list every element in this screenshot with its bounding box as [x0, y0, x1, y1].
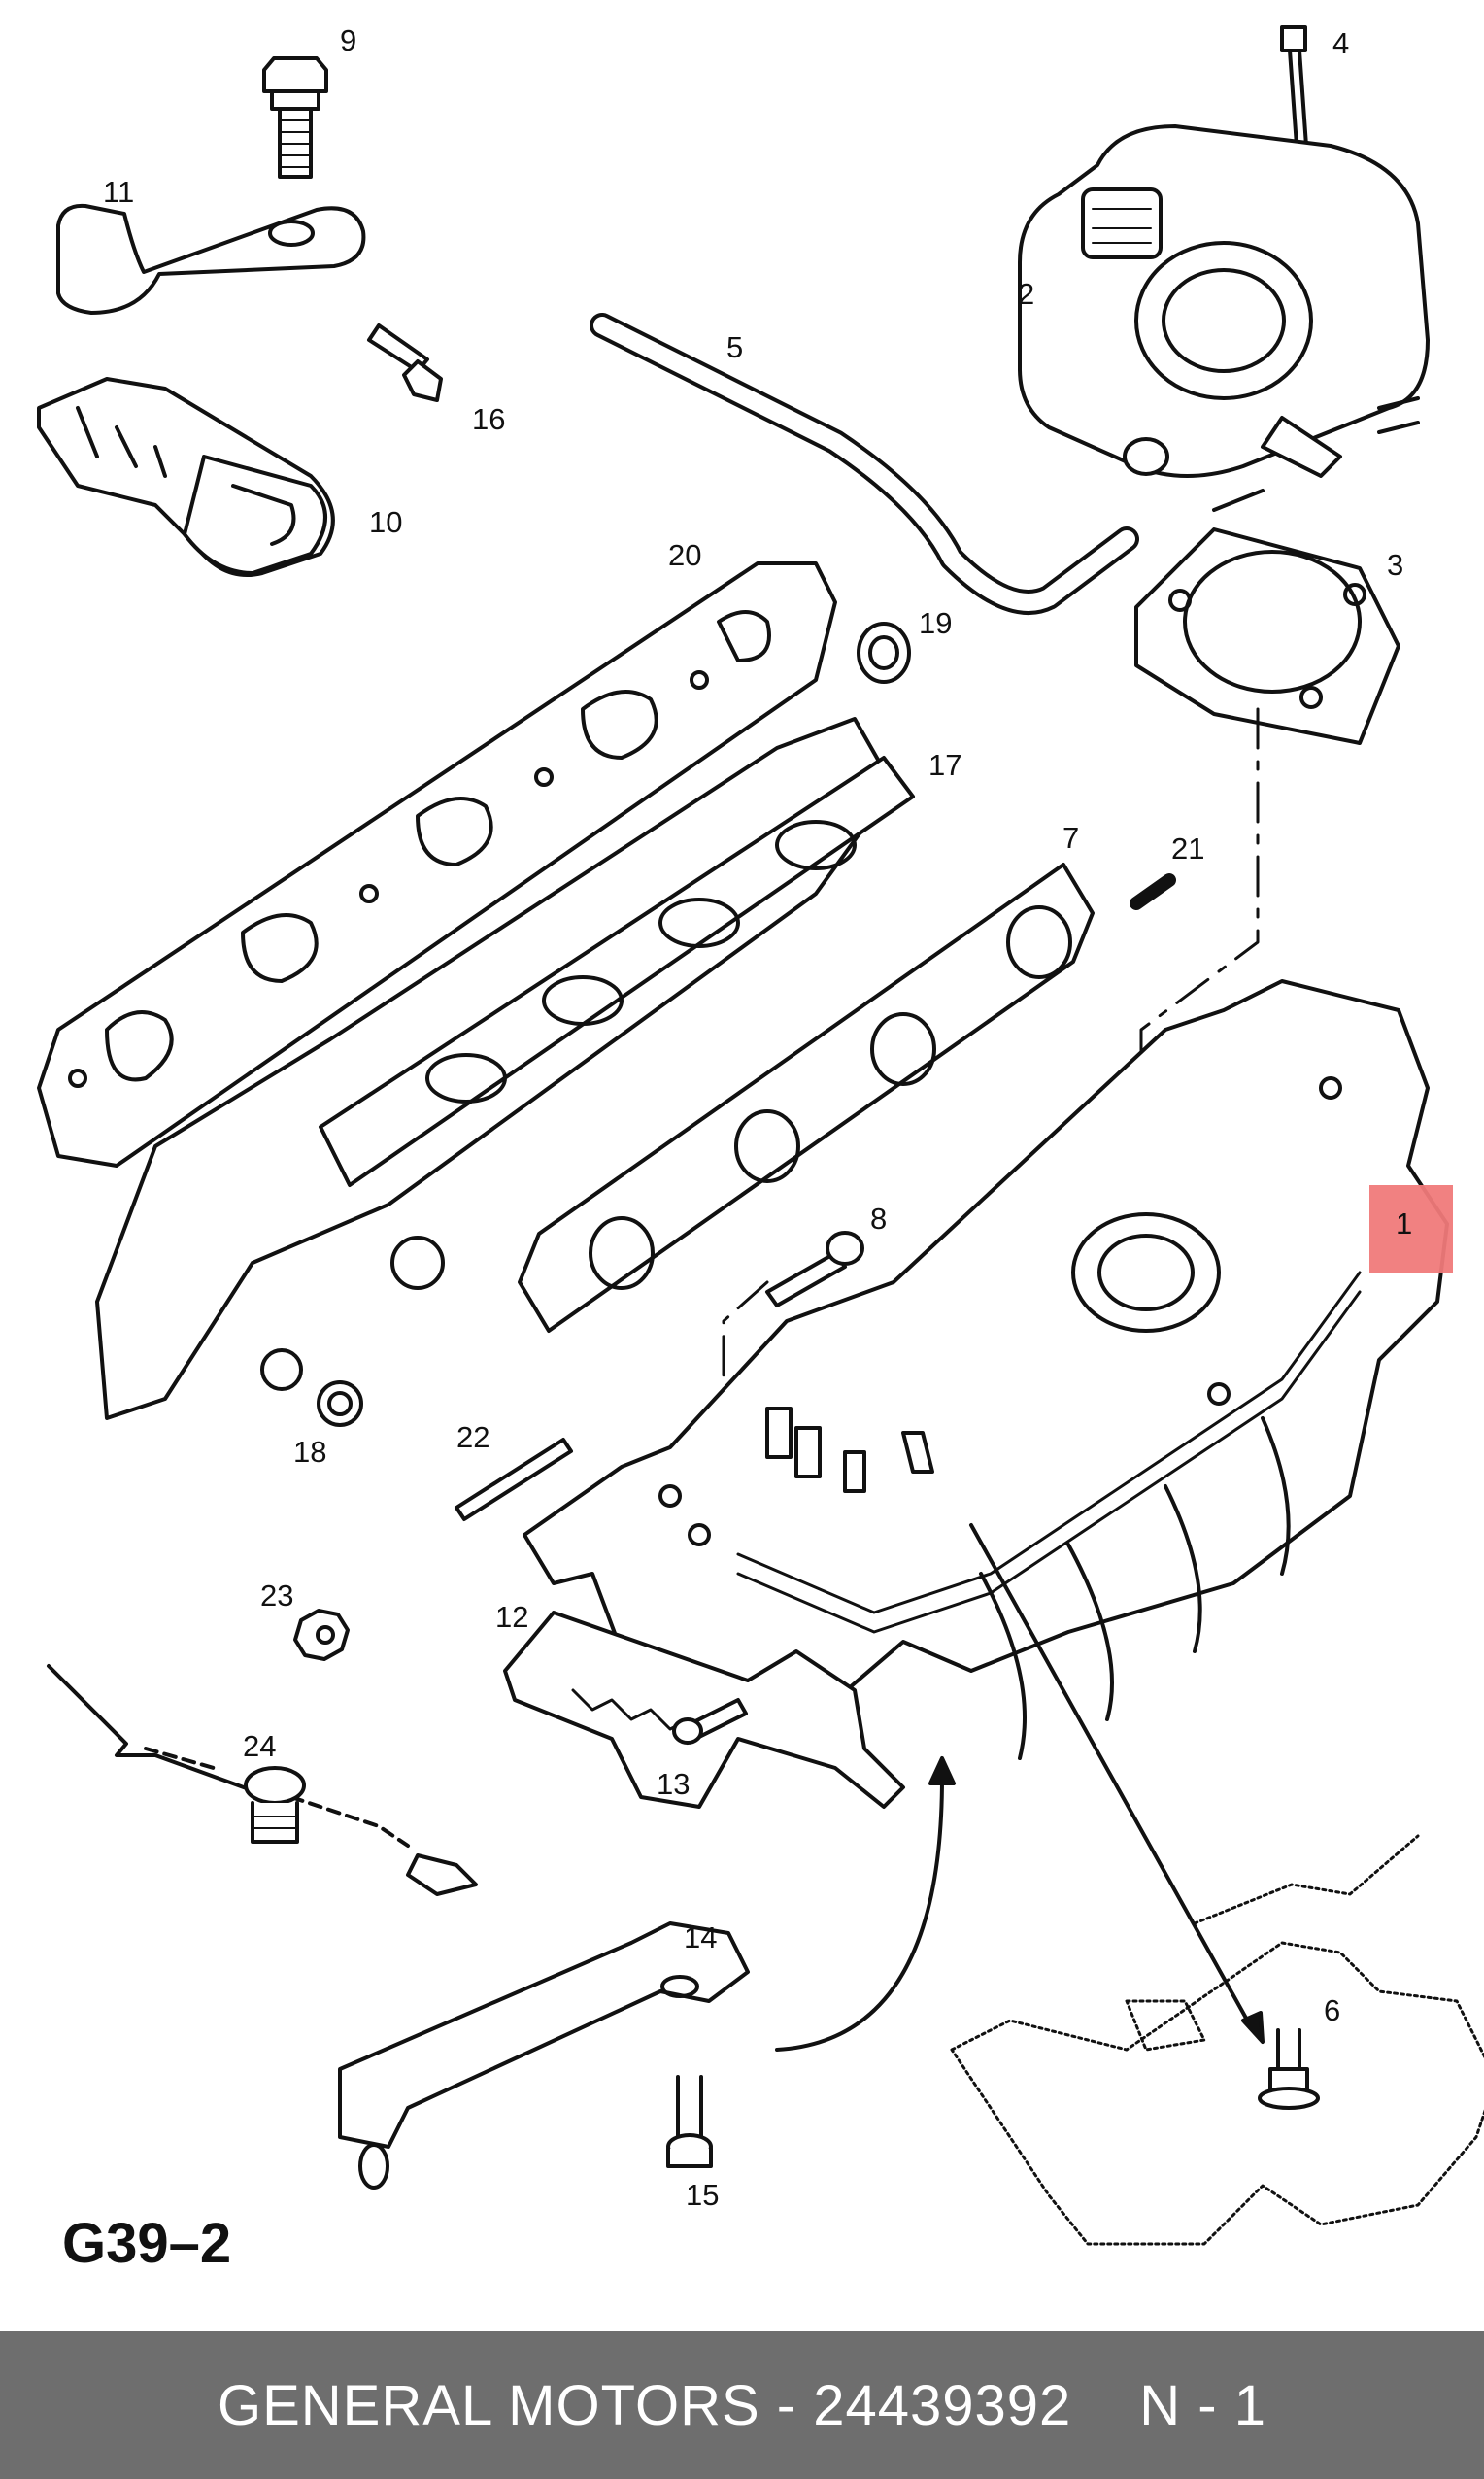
stud-part-22	[455, 1438, 573, 1521]
callout-22[interactable]: 22	[456, 1420, 489, 1454]
callout-5[interactable]: 5	[726, 330, 743, 364]
manifold-part-17	[95, 717, 915, 1420]
gasket-part-7	[518, 863, 1095, 1333]
dowel-part-21	[1130, 873, 1176, 910]
callout-17[interactable]: 17	[928, 748, 961, 782]
footer-separator: -	[776, 2373, 797, 2437]
connector-part-10	[37, 377, 335, 577]
nut-part-23	[293, 1609, 350, 1661]
callout-16[interactable]: 16	[472, 402, 505, 436]
callout-18[interactable]: 18	[293, 1435, 326, 1469]
callout-8[interactable]: 8	[870, 1202, 887, 1236]
callout-23[interactable]: 23	[260, 1579, 293, 1613]
bolt-part-16	[367, 323, 443, 402]
bracket-part-12	[503, 1611, 905, 1809]
callout-7[interactable]: 7	[1062, 821, 1079, 855]
gasket-part-3	[1134, 527, 1400, 745]
footer-bar: GENERAL MOTORS - 24439392 N - 1	[0, 2331, 1484, 2479]
callout-24[interactable]: 24	[243, 1729, 276, 1763]
seal-part-18	[317, 1380, 363, 1427]
callout-13[interactable]: 13	[657, 1767, 690, 1801]
callout-1[interactable]: 1	[1396, 1206, 1412, 1240]
callout-15[interactable]: 15	[686, 2178, 719, 2212]
bracket-part-11	[56, 203, 366, 315]
figure-label: G39–2	[62, 2212, 232, 2275]
callout-10[interactable]: 10	[369, 505, 402, 539]
callout-12[interactable]: 12	[495, 1600, 528, 1634]
detail-arrow	[969, 1523, 1255, 2032]
callout-highlight	[1369, 1185, 1453, 1273]
sensor-detail-inset	[950, 1834, 1484, 2246]
bracket-part-14	[338, 1921, 750, 2190]
callout-9[interactable]: 9	[340, 23, 356, 57]
seal-part-19	[857, 622, 911, 684]
hose-part-5	[590, 313, 1139, 615]
curved-arrow	[775, 1768, 944, 2052]
bolt-part-15	[666, 2075, 713, 2168]
callout-6[interactable]: 6	[1324, 1993, 1340, 2027]
callout-3[interactable]: 3	[1387, 548, 1403, 582]
callout-4[interactable]: 4	[1332, 26, 1349, 60]
footer-part-number: 24439392	[813, 2373, 1072, 2437]
footer-brand: GENERAL MOTORS	[218, 2373, 760, 2437]
gasket-part-20	[37, 561, 837, 1168]
bolt-part-9	[262, 56, 328, 179]
bolt-part-13	[672, 1698, 748, 1745]
throttle-body-part-2	[1018, 124, 1430, 512]
footer-position: N - 1	[1139, 2373, 1266, 2437]
callout-19[interactable]: 19	[919, 606, 952, 640]
intake-manifold-part-1	[523, 979, 1449, 1760]
callout-2[interactable]: 2	[1018, 277, 1034, 311]
callout-14[interactable]: 14	[684, 1920, 717, 1954]
callout-21[interactable]: 21	[1171, 832, 1204, 866]
callout-20[interactable]: 20	[668, 538, 701, 572]
sensor-part-6	[1258, 2028, 1320, 2110]
callout-11[interactable]: 11	[103, 175, 134, 209]
bolt-part-8	[765, 1231, 864, 1307]
sensor-part-24	[47, 1664, 478, 1896]
parts-diagram: 1 2 3 4 5 6 7 8 9 10 11 12 13 14 15 16 1…	[37, 23, 1484, 2246]
